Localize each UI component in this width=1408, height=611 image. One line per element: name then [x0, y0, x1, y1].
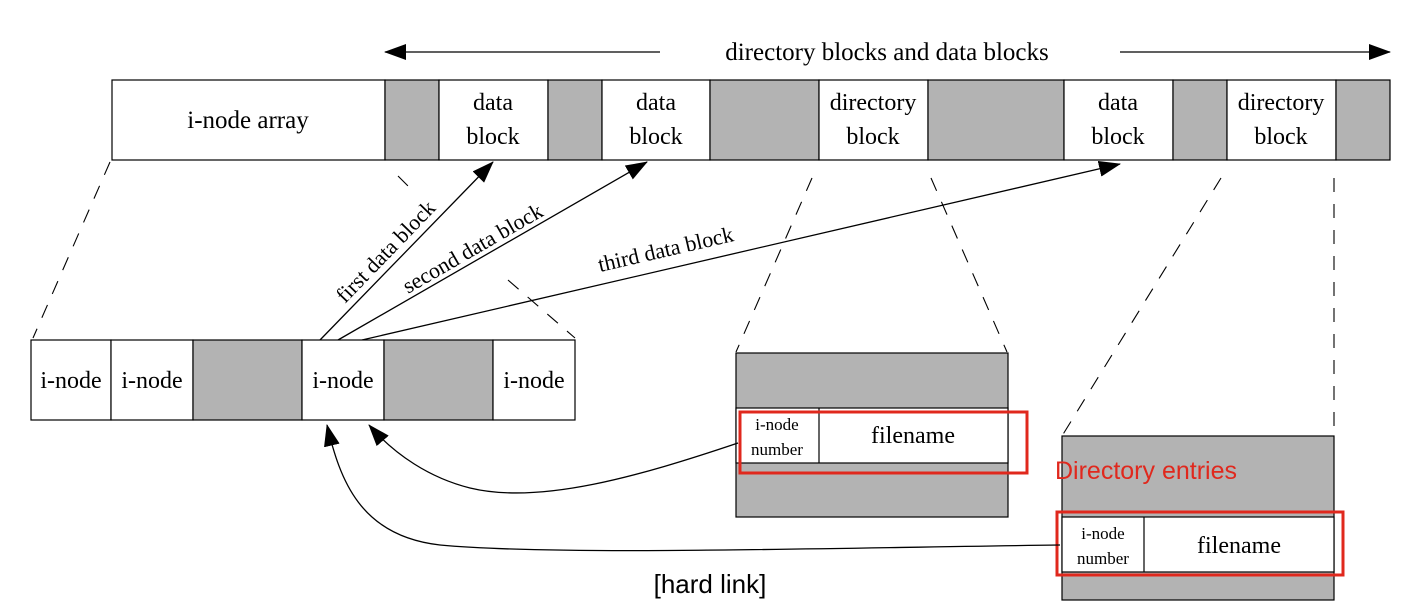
- directory-block-2-line2: block: [1254, 124, 1307, 150]
- expansion-guides: [32, 161, 1335, 437]
- dir1-num-line2: number: [751, 440, 803, 459]
- span-label: directory blocks and data blocks: [725, 39, 1049, 66]
- dir1-highlight: [738, 410, 1029, 475]
- disk-gray-6: [1335, 79, 1391, 161]
- inode-cell-4: [492, 339, 576, 421]
- guide-inode-right-top: [397, 175, 409, 187]
- data-block-3-line2: block: [1091, 124, 1144, 150]
- data-block-1-line2: block: [466, 124, 519, 150]
- inode-cell-1: [30, 339, 112, 421]
- first-block-arrow: [319, 161, 494, 341]
- inode-array-cell: [111, 79, 386, 161]
- inode-gray-2: [383, 339, 494, 421]
- directory-block-2-expanded: i-node number filename: [1055, 435, 1345, 601]
- dir2-highlight: [1055, 510, 1345, 577]
- dir1-num-line1: i-node: [755, 415, 798, 434]
- directory-block-2-line1: directory: [1238, 90, 1325, 116]
- inode-cell-3-label: i-node: [312, 368, 373, 394]
- directory-block-1: [818, 79, 929, 161]
- inode-array-label: i-node array: [187, 107, 309, 134]
- disk-gray-1: [384, 79, 440, 161]
- third-block-arrow: [361, 160, 1121, 341]
- dir1-to-inode-arrow: [368, 424, 739, 494]
- data-block-2: [601, 79, 711, 161]
- inode-cell-2: [110, 339, 194, 421]
- inode-gray-1: [192, 339, 303, 421]
- dir2-filename: filename: [1197, 533, 1281, 559]
- third-block-label: third data block: [596, 221, 736, 276]
- hard-link-label: [hard link]: [654, 569, 767, 599]
- disk-gray-2: [547, 79, 603, 161]
- span-header: directory blocks and data blocks: [384, 39, 1391, 66]
- data-block-3-line1: data: [1098, 90, 1138, 116]
- directory-block-1-line2: block: [846, 124, 899, 150]
- dir2-to-inode-arrow: [324, 424, 1061, 552]
- inode-cell-2-label: i-node: [121, 368, 182, 394]
- directory-block-1-expanded: i-node number filename: [735, 352, 1029, 518]
- disk-gray-5: [1172, 79, 1228, 161]
- second-block-arrow: [337, 161, 648, 341]
- guide-inode-right: [507, 279, 576, 339]
- disk-row: i-node array data block data block direc…: [111, 79, 1391, 161]
- disk-gray-4: [927, 79, 1065, 161]
- inode-cell-3: [301, 339, 385, 421]
- inode-cell-4-label: i-node: [503, 368, 564, 394]
- block-pointers: first data block second data block third…: [319, 160, 1121, 341]
- data-block-1: [438, 79, 549, 161]
- guide-inode-left: [32, 161, 111, 339]
- data-block-2-line1: data: [636, 90, 676, 116]
- guide-dir1-left: [735, 177, 813, 353]
- data-block-1-line1: data: [473, 90, 513, 116]
- dir2-num-line1: i-node: [1081, 524, 1124, 543]
- dir2-entry: [1061, 516, 1335, 573]
- inode-cell-1-label: i-node: [40, 368, 101, 394]
- guide-dir1-right: [930, 177, 1008, 353]
- directory-entries-label: Directory entries: [1055, 457, 1237, 485]
- disk-gray-3: [709, 79, 820, 161]
- directory-block-2: [1226, 79, 1337, 161]
- data-block-2-line2: block: [629, 124, 682, 150]
- dir1-filename: filename: [871, 423, 955, 449]
- guide-dir2-left: [1061, 177, 1222, 437]
- directory-block-1-line1: directory: [830, 90, 917, 116]
- entry-pointers: [324, 424, 1061, 552]
- inode-row: i-node i-node i-node i-node: [30, 339, 576, 421]
- dir1-entry: [735, 407, 1009, 464]
- dir2-num-line2: number: [1077, 549, 1129, 568]
